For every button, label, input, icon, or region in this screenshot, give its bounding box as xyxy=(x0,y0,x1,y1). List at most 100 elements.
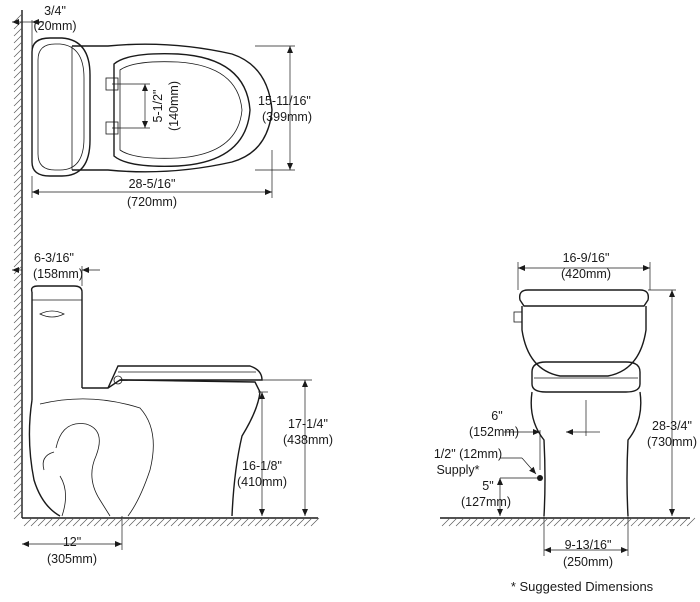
front-view-tank-lid xyxy=(518,289,650,307)
hatch-line xyxy=(609,517,619,527)
hatch-line xyxy=(13,391,23,401)
hatch-line xyxy=(13,97,23,107)
hatch-line xyxy=(156,517,166,527)
hatch-line xyxy=(13,132,23,142)
hatch-line xyxy=(13,503,23,513)
hatch-line xyxy=(441,517,451,527)
top-length-imperial: 28-5/16" xyxy=(129,177,176,191)
hatch-line xyxy=(13,48,23,58)
hatch-line xyxy=(13,230,23,240)
top-hole-spacing-imperial: 5-1/2" xyxy=(151,90,165,123)
hatch-line xyxy=(13,489,23,499)
hatch-line xyxy=(13,398,23,408)
hatch-line xyxy=(651,517,661,527)
hatch-line xyxy=(13,419,23,429)
hatch-line xyxy=(574,517,584,527)
hatch-line xyxy=(13,167,23,177)
hatch-line xyxy=(504,517,514,527)
hatch-line xyxy=(658,517,668,527)
hatch-line xyxy=(191,517,201,527)
hatch-line xyxy=(539,517,549,527)
hatch-line xyxy=(497,517,507,527)
hatch-line xyxy=(13,244,23,254)
hatch-line xyxy=(13,356,23,366)
hatch-line xyxy=(13,321,23,331)
front-supply-height-imperial: 5" xyxy=(482,479,493,493)
hatch-line xyxy=(13,62,23,72)
hatch-line xyxy=(637,517,647,527)
front-tank-width-imperial: 16-9/16" xyxy=(563,251,610,265)
hatch-line xyxy=(13,314,23,324)
hatch-line xyxy=(13,293,23,303)
top-width-imperial: 15-11/16" xyxy=(258,94,311,108)
hatch-line xyxy=(567,517,577,527)
front-view-seat xyxy=(531,361,641,393)
side-seat-height-metric: (438mm) xyxy=(283,433,333,447)
hatch-line xyxy=(13,342,23,352)
front-tank-width-metric: (420mm) xyxy=(561,267,611,281)
hatch-line xyxy=(13,27,23,37)
hatch-line xyxy=(13,118,23,128)
hatch-line xyxy=(268,517,278,527)
hatch-line xyxy=(13,69,23,79)
front-supply-label: 1/2" (12mm) xyxy=(434,447,502,461)
hatch-line xyxy=(560,517,570,527)
flush-handle xyxy=(39,310,65,318)
hatch-line xyxy=(469,517,479,527)
wall xyxy=(13,10,23,520)
hatch-line xyxy=(13,363,23,373)
front-total-height-imperial: 28-3/4" xyxy=(652,419,692,433)
front-view-tank xyxy=(521,306,647,377)
hatch-line xyxy=(630,517,640,527)
hatch-line xyxy=(226,517,236,527)
front-total-height-metric: (730mm) xyxy=(647,435,697,449)
hatch-line xyxy=(13,209,23,219)
hatch-line xyxy=(13,286,23,296)
hatch-line xyxy=(13,335,23,345)
hatch-line xyxy=(13,160,23,170)
hatch-line xyxy=(13,433,23,443)
hatch-line xyxy=(595,517,605,527)
hatch-line xyxy=(13,482,23,492)
top-wall-offset-metric: (20mm) xyxy=(33,19,76,33)
hatch-line xyxy=(142,517,152,527)
hatch-line xyxy=(679,517,689,527)
hatch-line xyxy=(581,517,591,527)
hatch-line xyxy=(30,517,40,527)
front-supply-label-2: Supply* xyxy=(436,463,479,477)
top-view-bowl xyxy=(72,43,273,173)
hatch-line xyxy=(644,517,654,527)
front-base-width-imperial: 9-13/16" xyxy=(565,538,612,552)
hatch-line xyxy=(289,517,299,527)
floor-left xyxy=(22,517,320,527)
hatch-line xyxy=(13,475,23,485)
hatch-line xyxy=(13,307,23,317)
hatch-line xyxy=(532,517,542,527)
hatch-line xyxy=(13,258,23,268)
front-supply-height-metric: (127mm) xyxy=(461,495,511,509)
hatch-line xyxy=(13,153,23,163)
hatch-line xyxy=(672,517,682,527)
hatch-line xyxy=(616,517,626,527)
hatch-line xyxy=(13,34,23,44)
front-supply-offset-imperial: 6" xyxy=(491,409,502,423)
hatch-line xyxy=(13,461,23,471)
hatch-line xyxy=(114,517,124,527)
hatch-line xyxy=(275,517,285,527)
hatch-line xyxy=(13,181,23,191)
hatch-line xyxy=(525,517,535,527)
hatch-line xyxy=(13,146,23,156)
hatch-line xyxy=(518,517,528,527)
hatch-line xyxy=(13,370,23,380)
side-tank-depth-metric: (158mm) xyxy=(33,267,83,281)
hatch-line xyxy=(79,517,89,527)
hatch-line xyxy=(13,510,23,520)
hatch-line xyxy=(198,517,208,527)
hatch-line xyxy=(184,517,194,527)
hatch-line xyxy=(13,188,23,198)
front-view xyxy=(497,262,676,556)
front-supply-offset-metric: (152mm) xyxy=(469,425,519,439)
hatch-line xyxy=(212,517,222,527)
side-view-tank xyxy=(30,285,83,388)
side-tank-depth-imperial: 6-3/16" xyxy=(34,251,74,265)
